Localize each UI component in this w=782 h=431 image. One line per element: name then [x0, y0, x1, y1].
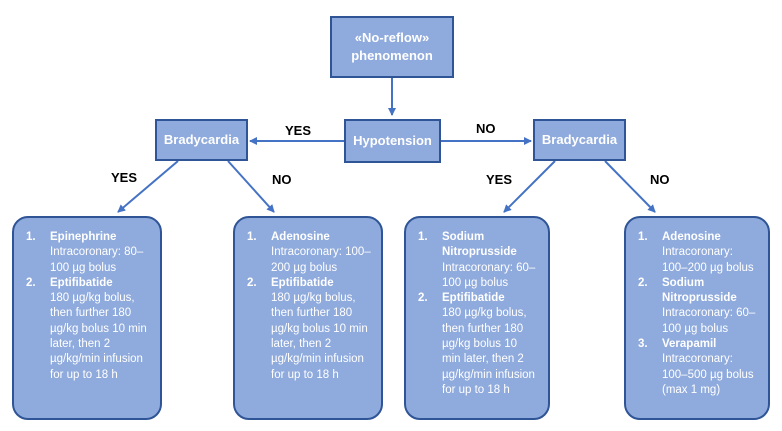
drug-name: Sodium Nitroprusside	[442, 231, 517, 259]
drug-dosage: Intracoronary: 100–200 µg bolus	[271, 246, 371, 274]
no-reflow-line2: phenomenon	[351, 48, 433, 63]
edge-label-right-no: NO	[650, 172, 670, 187]
drug-dosage: Intracoronary: 80–100 µg bolus	[50, 246, 144, 274]
drug-dosage: Intracoronary: 100–200 µg bolus	[662, 246, 754, 274]
arrow-right-brady-yes	[503, 160, 556, 213]
drug-name: Eptifibatide	[50, 276, 113, 289]
bradycardia-right-label: Bradycardia	[541, 132, 618, 147]
arrow-left-brady-yes	[117, 160, 179, 213]
item-number: 1.	[418, 231, 428, 243]
item-number: 1.	[26, 231, 36, 243]
item-number: 1.	[638, 231, 648, 243]
item-number: 2.	[638, 276, 648, 289]
treatment-item: 2. Eptifibatide 180 µg/kg bolus, then furt…	[26, 276, 150, 383]
drug-name: Eptifibatide	[271, 276, 334, 289]
drug-name: Eptifibatide	[442, 292, 505, 305]
item-number: 1.	[247, 231, 257, 243]
bradycardia-left-label: Bradycardia	[163, 132, 240, 147]
hypotension-label: Hypotension	[353, 133, 432, 148]
no-reflow-node: «No-reflow» phenomenon	[330, 16, 454, 78]
bradycardia-left-node: Bradycardia	[155, 119, 248, 161]
drug-dosage: Intracoronary: 60–100 µg bolus	[442, 261, 536, 289]
drug-name: Verapamil	[662, 338, 717, 351]
item-number: 2.	[247, 276, 257, 289]
arrow-left-brady-no	[227, 160, 275, 213]
hypotension-node: Hypotension	[344, 119, 441, 163]
edge-label-left-yes: YES	[111, 170, 138, 185]
drug-dosage: 180 µg/kg bolus, then further 180 µg/kg …	[442, 307, 535, 396]
arrow-right-brady-no	[604, 160, 656, 213]
treatment-item: 2. Eptifibatide 180 µg/kg bolus, then furt…	[418, 291, 538, 398]
item-number: 2.	[26, 276, 36, 289]
item-number: 2.	[418, 292, 428, 305]
edge-label-left-no: NO	[272, 172, 292, 187]
bradycardia-right-node: Bradycardia	[533, 119, 626, 161]
drug-dosage: Intracoronary: 100–500 µg bolus (max 1 m…	[662, 353, 754, 396]
drug-dosage: 180 µg/kg bolus, then further 180 µg/kg …	[271, 292, 368, 381]
item-number: 3.	[638, 338, 648, 351]
no-reflow-line1: «No-reflow»	[354, 30, 430, 45]
drug-dosage: 180 µg/kg bolus, then further 180 µg/kg …	[50, 292, 147, 381]
edge-label-right-yes: YES	[486, 172, 513, 187]
drug-dosage: Intracoronary: 60–100 µg bolus	[662, 307, 756, 335]
drug-name: Sodium Nitroprusside	[662, 276, 737, 305]
edge-label-hypotension-yes: YES	[285, 123, 312, 138]
drug-name: Adenosine	[662, 231, 721, 243]
edge-label-hypotension-no: NO	[476, 121, 496, 136]
drug-name: Adenosine	[271, 231, 330, 243]
treatment-item: 2. Eptifibatide 180 µg/kg bolus, then furt…	[247, 276, 371, 383]
drug-name: Epinephrine	[50, 231, 117, 243]
